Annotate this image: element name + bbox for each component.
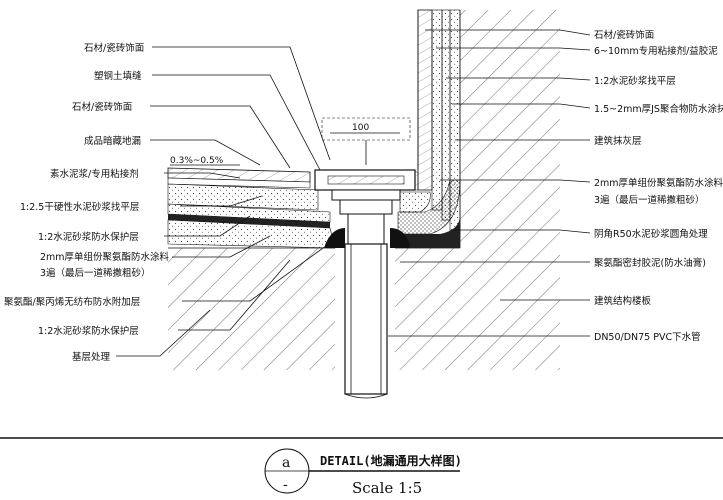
label-right-8: 聚氨酯密封胶泥(防水油膏)	[594, 257, 706, 269]
floor-drain-assembly	[314, 169, 416, 248]
leader-lines-right	[388, 29, 591, 337]
label-right-10: DN50/DN75 PVC下水管	[594, 331, 701, 343]
label-left-0: 石材/瓷砖饰面	[84, 42, 144, 54]
label-left-7: 2mm厚单组份聚氨酯防水涂料	[40, 251, 170, 263]
label-right-0: 石材/瓷砖饰面	[594, 29, 654, 41]
label-right-7: 阴角R50水泥砂浆圆角处理	[594, 228, 708, 240]
label-left-5: 1:2.5干硬性水泥砂浆找平层	[20, 201, 139, 213]
dimension-label: 100	[352, 123, 369, 133]
label-right-4: 建筑抹灰层	[594, 135, 642, 147]
detail-marker-letter: a	[282, 455, 290, 471]
label-left-8: 3遍（最后一道稀撒粗砂）	[40, 267, 151, 279]
label-right-9: 建筑结构楼板	[594, 295, 652, 307]
title-block: a - DETAIL(地漏通用大样图) Scale 1:5	[264, 448, 462, 497]
detail-marker-sub: -	[283, 477, 288, 493]
label-left-2: 石材/瓷砖饰面	[72, 101, 132, 113]
label-left-4: 素水泥浆/专用粘接剂	[50, 168, 139, 180]
label-left-9: 聚氨酯/聚丙烯无纺布防水附加层	[4, 296, 140, 308]
label-left-3: 成品暗藏地漏	[84, 135, 141, 147]
leader-lines-left	[116, 46, 331, 357]
scale-label: Scale 1:5	[352, 479, 422, 497]
label-right-3: 1.5~2mm厚JS聚合物防水涂抹层	[594, 103, 723, 115]
detail-title: DETAIL(地漏通用大样图)	[320, 453, 462, 468]
label-left-10: 1:2水泥砂浆防水保护层	[38, 325, 139, 337]
slope-label: 0.3%~0.5%	[170, 156, 224, 166]
labels-right: 石材/瓷砖饰面 6~10mm专用粘接剂/益胶泥 1:2水泥砂浆找平层 1.5~2…	[594, 29, 723, 343]
label-right-2: 1:2水泥砂浆找平层	[594, 75, 676, 87]
dimension-100: 100	[321, 117, 411, 165]
floor-layers	[167, 167, 461, 249]
label-right-1: 6~10mm专用粘接剂/益胶泥	[594, 45, 718, 57]
labels-left: 石材/瓷砖饰面 塑钢土填缝 石材/瓷砖饰面 成品暗藏地漏 素水泥浆/专用粘接剂 …	[4, 42, 170, 363]
label-right-5: 2mm厚单组份聚氨酯防水涂料	[594, 177, 723, 189]
label-left-1: 塑钢土填缝	[94, 70, 142, 82]
pvc-drain-pipe	[344, 243, 388, 399]
structural-slab	[168, 10, 560, 370]
label-left-6: 1:2水泥砂浆防水保护层	[38, 231, 139, 243]
label-right-6: 3遍（最后一道稀撒粗砂）	[594, 194, 705, 206]
label-left-11: 基层处理	[72, 351, 111, 363]
